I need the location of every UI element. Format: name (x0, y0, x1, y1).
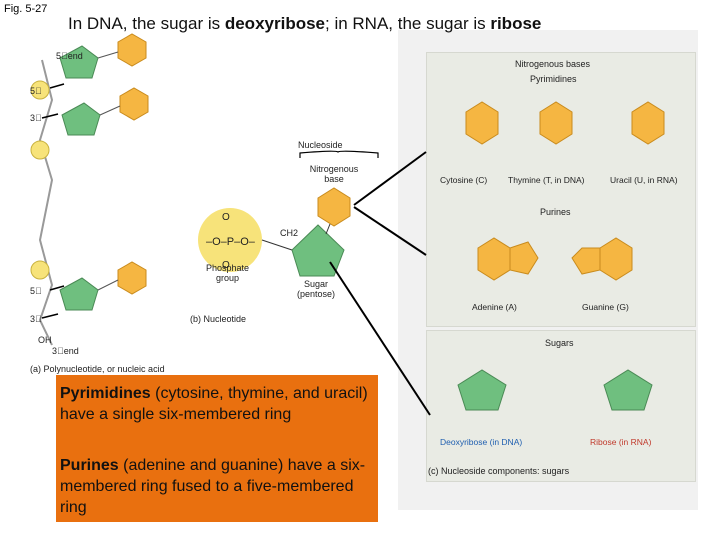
phosphate-group-label: Phosphate group (205, 263, 250, 283)
phosphate-group-circle (198, 208, 262, 272)
arrow-3-b (41, 313, 59, 319)
mark5-a-label: 5  (30, 86, 42, 96)
backbone-line (38, 59, 54, 346)
pyrimidines-note: Pyrimidines (cytosine, thymine, and urac… (60, 385, 368, 423)
connector-to-sugars (329, 261, 431, 416)
guanine-label: Guanine (G) (582, 302, 629, 312)
strand-phosphate-3 (30, 260, 50, 280)
nucleotide-base (317, 187, 351, 227)
svg-text:O: O (222, 260, 230, 271)
sugar-base-bond (325, 223, 331, 235)
uracil-label: Uracil (U, in RNA) (610, 175, 678, 185)
pyrimidines-heading: Pyrimidines (530, 74, 577, 84)
end5-top-label: 5 end (56, 51, 83, 61)
guanine-ring-6 (599, 237, 633, 281)
nucleoside-brace (299, 150, 379, 158)
nitrogenous-base-label: Nitrogenous base (309, 164, 359, 184)
ch2-label: CH2 (280, 228, 299, 238)
strand-link-1 (97, 51, 119, 59)
thymine-label: Thymine (T, in DNA) (508, 175, 585, 185)
strand-sugar-1 (59, 45, 99, 79)
purines-heading: Purines (540, 207, 571, 217)
nitrogenous-bases-heading: Nitrogenous bases (515, 59, 591, 69)
mark3-a-label: 3  (30, 113, 42, 123)
sugars-heading: Sugars (545, 338, 574, 348)
sugar-pentose-label: Sugar (pentose) (296, 279, 336, 299)
figure-label: Fig. 5-27 (4, 3, 48, 15)
uracil-ring (631, 101, 665, 145)
adenine-label: Adenine (A) (472, 302, 517, 312)
guanine-ring-5 (571, 247, 601, 275)
ribose-label: Ribose (in RNA) (590, 437, 652, 447)
arrow-5-a (49, 83, 65, 89)
end3-bottom-label: 3 end (52, 346, 79, 356)
strand-base-1 (117, 33, 147, 67)
caption-b: (b) Nucleotide (190, 314, 247, 324)
cytosine-ring (465, 101, 499, 145)
nitrogenous-bases-panel (426, 52, 696, 327)
nucleoside-label: Nucleoside (298, 140, 343, 150)
caption-a: (a) Polynucleotide, or nucleic acid (30, 364, 165, 374)
svg-text:O: O (222, 212, 230, 223)
adenine-ring-5 (509, 241, 539, 275)
svg-text:–O–P–O–: –O–P–O– (206, 236, 256, 248)
strand-link-3 (97, 279, 119, 291)
strand-sugar-2 (61, 102, 101, 136)
deoxyribose-ring (457, 369, 507, 411)
connector-to-purines (353, 206, 427, 256)
strand-phosphate-1 (30, 80, 50, 100)
cytosine-label: Cytosine (C) (440, 175, 488, 185)
strand-base-2 (119, 87, 149, 121)
mark3-b-label: 3  (30, 314, 42, 324)
nucleotide-sugar (291, 224, 345, 277)
arrow-5-b (49, 285, 65, 291)
oh-label: OH (38, 335, 52, 345)
ribose-ring (603, 369, 653, 411)
thymine-ring (539, 101, 573, 145)
strand-sugar-3 (59, 277, 99, 311)
arrow-3-a (41, 113, 59, 119)
purines-note: Purines (adenine and guanine) have a six… (60, 457, 366, 516)
caption-c: (c) Nucleoside components: sugars (428, 466, 570, 476)
page-title: In DNA, the sugar is deoxyribose; in RNA… (68, 14, 542, 33)
strand-phosphate-2 (30, 140, 50, 160)
adenine-ring-6 (477, 237, 511, 281)
strand-base-3 (117, 261, 147, 295)
notes-box (56, 375, 378, 522)
deoxyribose-label: Deoxyribose (in DNA) (440, 437, 523, 447)
mark5-b-label: 5  (30, 286, 42, 296)
strand-link-2 (99, 105, 121, 116)
phosphate-sugar-bond (261, 239, 293, 251)
connector-to-bases (353, 151, 427, 206)
